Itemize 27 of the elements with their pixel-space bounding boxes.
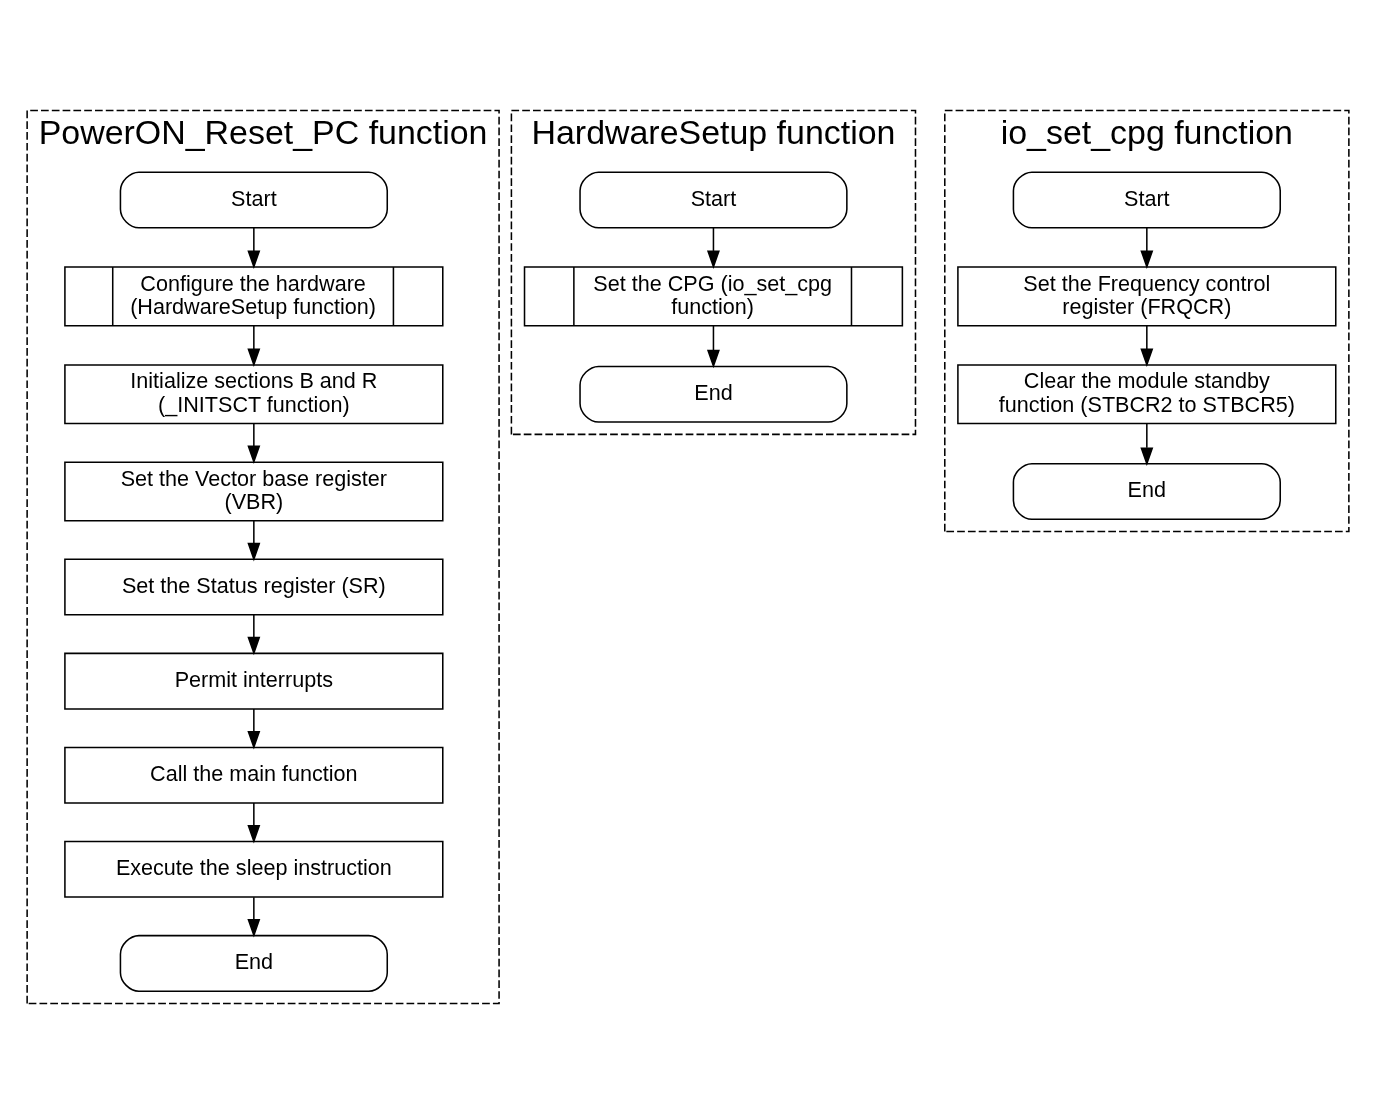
- node-box: Initialize sections B and R (_INITSCT function): [64, 364, 444, 425]
- arrow: [1140, 325, 1154, 367]
- arrow: [247, 614, 261, 656]
- node-box: Set the Status register (SR): [64, 558, 444, 616]
- node-box: Start: [579, 171, 848, 229]
- arrow: [247, 423, 261, 465]
- arrow: [1140, 227, 1154, 269]
- node-box: Set the Vector base register (VBR): [64, 461, 444, 522]
- arrow: [1140, 423, 1154, 466]
- node-box: Set the Frequency control register (FRQCR): [957, 266, 1337, 327]
- node-box: Clear the module standby function (STBCR2 to STBCR5): [957, 364, 1337, 425]
- arrow: [247, 896, 261, 938]
- arrow: [247, 325, 261, 367]
- node-box: Call the main function: [64, 746, 444, 804]
- node-box: Permit interrupts: [64, 652, 444, 710]
- arrow: [247, 708, 261, 750]
- node-box: End: [579, 365, 848, 423]
- arrow: [247, 227, 261, 269]
- node-box: End: [1012, 462, 1281, 520]
- arrow: [247, 520, 261, 562]
- node-box: End: [119, 934, 388, 992]
- arrow: [706, 325, 720, 369]
- arrow: [706, 227, 720, 269]
- node-box: Start: [1012, 171, 1281, 229]
- node-box: Execute the sleep instruction: [64, 840, 444, 898]
- node-box: Start: [119, 171, 388, 229]
- arrow: [247, 802, 261, 844]
